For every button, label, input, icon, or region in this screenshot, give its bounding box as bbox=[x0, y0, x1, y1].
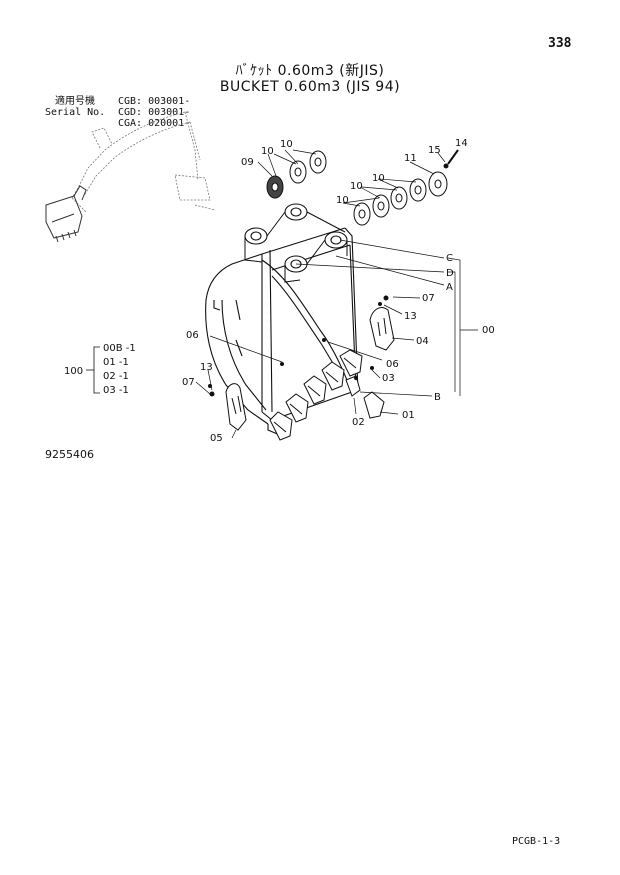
callout-02: 02 bbox=[352, 417, 365, 428]
shims-and-rings bbox=[266, 150, 448, 226]
bucket-teeth bbox=[269, 349, 363, 441]
tooth-adapter-exploded bbox=[345, 375, 385, 419]
side-cutter-right bbox=[369, 307, 395, 351]
callout-05: 05 bbox=[210, 433, 223, 444]
callout-b: B bbox=[434, 392, 441, 403]
assembly-item: 02 -1 bbox=[103, 371, 129, 382]
assembly-item: 03 -1 bbox=[103, 385, 129, 396]
callout-06: 06 bbox=[386, 359, 399, 370]
callout-03: 03 bbox=[382, 373, 395, 384]
title-japanese: ﾊﾞｹｯﾄ 0.60m3 (新JIS) bbox=[235, 63, 385, 79]
callout-04: 04 bbox=[416, 336, 429, 347]
leader-lines bbox=[195, 149, 478, 439]
callout-10: 10 bbox=[372, 173, 385, 184]
callout-10: 10 bbox=[350, 181, 363, 192]
side-cutter-left bbox=[225, 383, 247, 431]
serial-entry-cga: CGA: 020001- bbox=[118, 118, 191, 129]
assembly-item: 01 -1 bbox=[103, 357, 129, 368]
excavator-thumbnail-bucket bbox=[45, 185, 87, 243]
assembly-bracket bbox=[86, 346, 100, 394]
callout-06: 06 bbox=[186, 330, 199, 341]
callout-a: A bbox=[446, 282, 453, 293]
small-fasteners bbox=[208, 295, 389, 397]
callout-c: C bbox=[446, 253, 453, 264]
callout-13: 13 bbox=[200, 362, 213, 373]
callout-11: 11 bbox=[404, 153, 417, 164]
serial-entry-cgd: CGD: 003001- bbox=[118, 107, 191, 118]
callout-15: 15 bbox=[428, 145, 441, 156]
drawing-number: 9255406 bbox=[45, 448, 94, 461]
callout-07: 07 bbox=[422, 293, 435, 304]
callout-14: 14 bbox=[455, 138, 468, 149]
serial-entry-cgb: CGB: 003001- bbox=[118, 96, 191, 107]
callout-07: 07 bbox=[182, 377, 195, 388]
excavator-thumbnail bbox=[71, 111, 216, 213]
assembly-parent-number: 100 bbox=[64, 366, 83, 377]
serial-label-english: Serial No. bbox=[45, 107, 106, 118]
serial-label-japanese: 適用号機 bbox=[55, 96, 95, 107]
page-code: PCGB-1-3 bbox=[512, 836, 561, 847]
assembly-item: 00B -1 bbox=[103, 343, 136, 354]
callout-d: D bbox=[446, 268, 454, 279]
boss-brackets bbox=[244, 211, 348, 283]
callout-10: 10 bbox=[280, 139, 293, 150]
callout-09: 09 bbox=[241, 157, 254, 168]
callout-01: 01 bbox=[402, 410, 415, 421]
title-english: BUCKET 0.60m3 (JIS 94) bbox=[219, 79, 401, 95]
callout-13: 13 bbox=[404, 311, 417, 322]
callout-10: 10 bbox=[336, 195, 349, 206]
callout-00: 00 bbox=[482, 325, 495, 336]
callout-10: 10 bbox=[261, 146, 274, 157]
bolt bbox=[443, 149, 459, 169]
page-number: 338 bbox=[548, 36, 572, 51]
